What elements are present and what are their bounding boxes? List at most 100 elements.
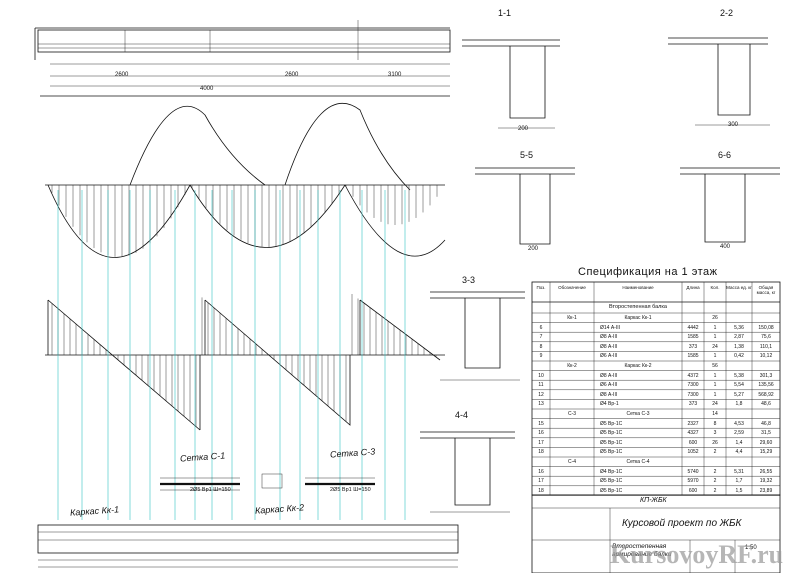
moment-envelope (45, 103, 446, 258)
spec-cell: 1 (713, 372, 717, 379)
spec-cell: Ø14 А-III (600, 324, 621, 331)
drawing-title: Второстепенная армирование балки (612, 543, 672, 558)
spec-cell: 5,38 (734, 372, 744, 379)
spec-cell: 16 (538, 430, 544, 437)
spec-cell: 4372 (687, 372, 699, 379)
spec-cell: 2,87 (734, 334, 744, 341)
section-5-5 (475, 167, 575, 245)
beam-elevation (34, 20, 451, 97)
spec-cell: 1,7 (735, 478, 743, 485)
bar-note-1: 2Ø5 Вр1 Ш=150 (190, 487, 231, 493)
stamp-code: КП-ЖБК (640, 497, 667, 504)
spec-header-cell: Обозначение (558, 285, 586, 290)
spec-cell: 1585 (687, 353, 699, 360)
spec-cell: 8 (539, 343, 543, 350)
spec-cell: 1,5 (735, 487, 743, 494)
dim-top-2: 2600 (285, 72, 299, 78)
spec-cell: 1 (713, 382, 717, 389)
section-1-1 (462, 39, 560, 129)
spec-cell: 5970 (687, 478, 699, 485)
spec-row: Кк-1 Каркас Кк-1 26 (532, 313, 780, 323)
spec-cell: С-3 (567, 411, 577, 417)
spec-cell: 568,92 (758, 391, 774, 398)
spec-cell: 75,6 (761, 334, 771, 341)
spec-cell: Ø4 Вр-1 (600, 401, 619, 408)
dim-top-4: 3100 (388, 72, 402, 78)
spec-header-cell: Наименование (622, 285, 654, 290)
bar-note-2: 2Ø5 Вр1 Ш=150 (330, 487, 371, 493)
section-label-5-5: 5-5 (520, 150, 534, 160)
spec-cell: 31,5 (761, 430, 771, 437)
title-block (531, 494, 781, 573)
spec-cell: 15 (538, 420, 544, 427)
spec-cell: Ø8 А-III (600, 334, 618, 341)
dim-top-1: 2600 (115, 72, 129, 78)
spec-cell: Ø5 Вр-1С (600, 420, 623, 427)
section-dim-4: 400 (720, 244, 731, 250)
dim-top-3: 4000 (200, 86, 214, 92)
spec-cell: 23,89 (759, 487, 773, 494)
spec-cell: 1,38 (734, 343, 744, 350)
spec-cell: 26 (712, 315, 718, 321)
spec-cell: 3 (713, 430, 717, 437)
spec-cell: 7300 (687, 382, 699, 389)
spec-cell: 5,27 (734, 391, 744, 398)
spec-cell: Ø8 А-III (600, 391, 618, 398)
spec-cell: Ø6 А-III (600, 382, 618, 389)
spec-cell: Кк-1 (567, 315, 577, 321)
spec-cell: 1 (713, 391, 717, 398)
spec-cell: 6 (539, 324, 543, 331)
reinforcement-cages (37, 473, 459, 568)
spec-cell: 15,29 (759, 449, 773, 456)
spec-cell: Ø5 Вр-1С (600, 430, 623, 437)
spec-cell: 13 (538, 401, 544, 408)
spec-cell: 12 (538, 391, 544, 398)
spec-cell: 600 (688, 487, 698, 494)
spec-cell: Ø6 А-III (600, 353, 618, 360)
spec-cell: 24 (712, 343, 718, 350)
spec-cell: 8 (713, 420, 717, 427)
spec-cell: 2 (713, 468, 717, 475)
spec-cell: 10 (538, 372, 544, 379)
spec-cell: 600 (688, 439, 698, 446)
spec-cell: 150,08 (758, 324, 774, 331)
section-label-4-4: 4-4 (455, 410, 469, 420)
watermark: KursovoyRF.ru (610, 540, 784, 569)
spec-cell: 1,4 (735, 439, 743, 446)
spec-cell: 29,60 (759, 439, 773, 446)
spec-cell: 2 (713, 449, 717, 456)
section-label-2-2: 2-2 (720, 8, 734, 18)
spec-cell: 1,8 (735, 401, 743, 408)
spec-cell: 16 (538, 468, 544, 475)
spec-cell: 1052 (687, 449, 699, 456)
section-3-3 (430, 291, 525, 381)
spec-header-cell: Кол. (710, 285, 720, 290)
spec-cell: Ø8 А-III (600, 372, 618, 379)
spec-cell: 373 (688, 343, 698, 350)
spec-cell: 26 (712, 439, 718, 446)
spec-cell: 135,56 (758, 382, 774, 389)
spec-cell: 18 (538, 449, 544, 456)
spec-cell: 7300 (687, 391, 699, 398)
spec-header-cell: Длина (686, 285, 700, 290)
spec-title: Спецификация на 1 этаж (578, 266, 718, 278)
section-dim-1: 200 (518, 126, 529, 132)
spec-cell: 4,53 (734, 420, 744, 427)
spec-cell: Ø5 Вр-1С (600, 439, 623, 446)
spec-cell: 4327 (687, 430, 699, 437)
spec-cell: Каркас Кк-1 (624, 315, 652, 321)
section-label-6-6: 6-6 (718, 150, 732, 160)
section-2-2 (668, 37, 770, 126)
spec-cell: 1585 (687, 334, 699, 341)
